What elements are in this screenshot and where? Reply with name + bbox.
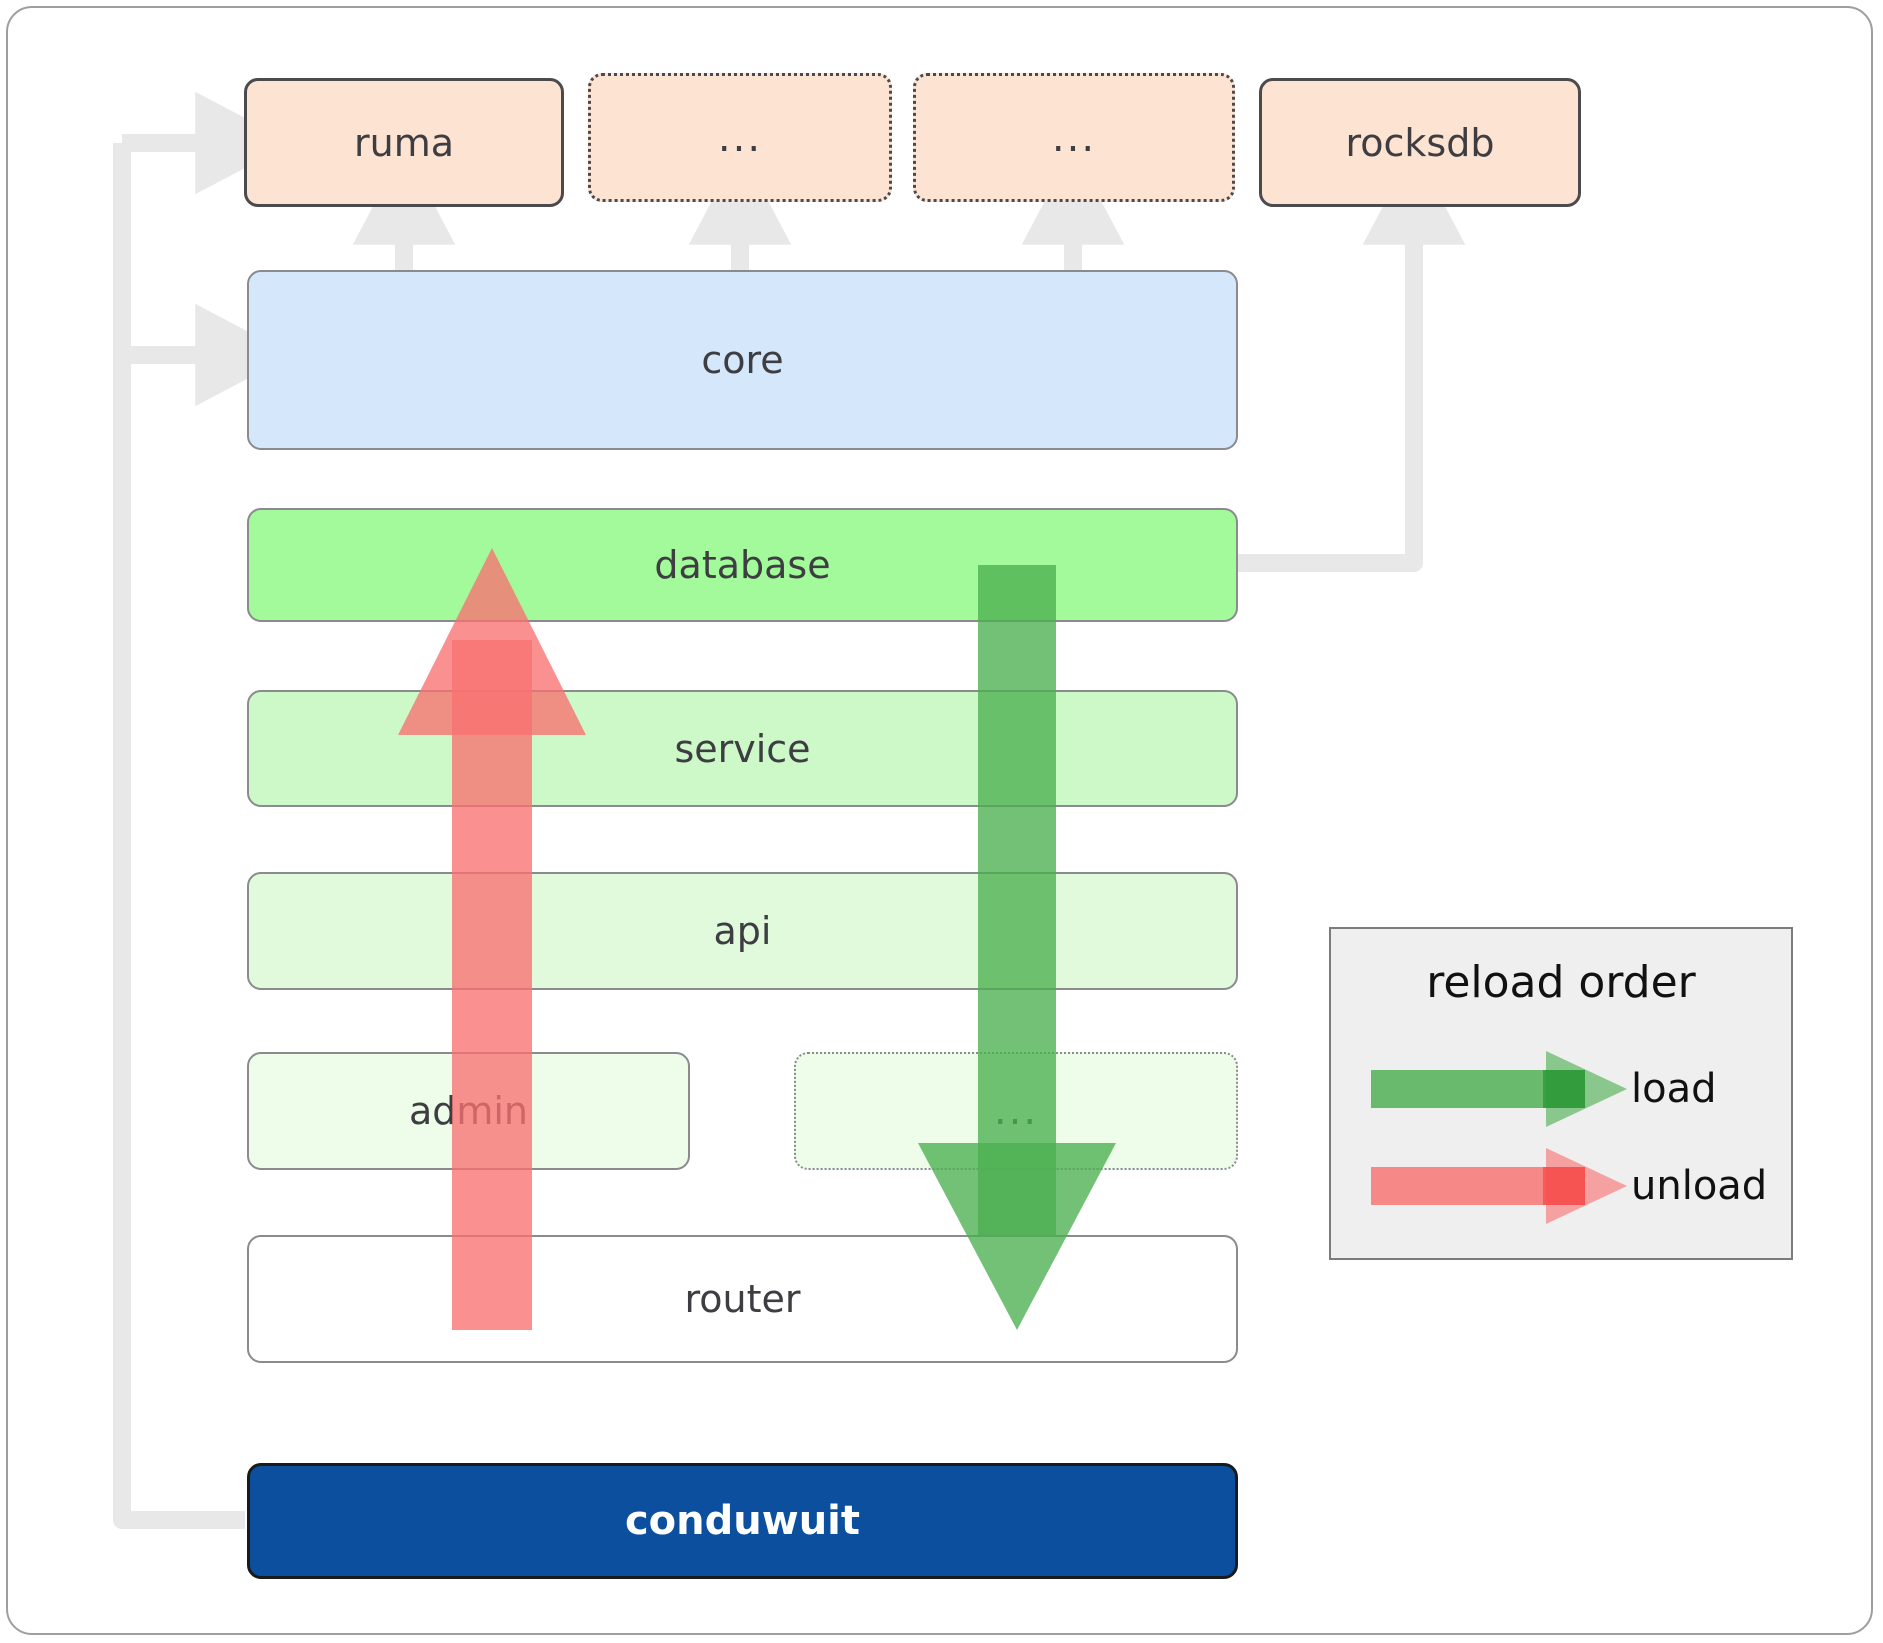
layer-label: admin — [408, 1089, 529, 1133]
root-label: conduwuit — [624, 1498, 861, 1544]
layer-box-service[interactable]: service — [247, 690, 1238, 807]
layer-box-database[interactable]: database — [247, 508, 1238, 622]
dependency-label: ruma — [353, 120, 454, 165]
layer-box-router[interactable]: router — [247, 1235, 1238, 1363]
dependency-box-more-2[interactable]: ... — [913, 73, 1235, 202]
dependency-box-rocksdb[interactable]: rocksdb — [1259, 78, 1581, 207]
legend-load-label: load — [1631, 1066, 1717, 1112]
layer-box-core[interactable]: core — [247, 270, 1238, 450]
layer-label: ... — [993, 1088, 1039, 1134]
layer-box-api[interactable]: api — [247, 872, 1238, 990]
layer-label: core — [701, 338, 784, 382]
legend-item-load: load — [1331, 1044, 1795, 1134]
legend-item-unload: unload — [1331, 1141, 1795, 1231]
dependency-label: ... — [717, 114, 763, 161]
load-arrow-icon — [1371, 1051, 1627, 1127]
layer-box-admin[interactable]: admin — [247, 1052, 690, 1170]
layer-label: router — [684, 1277, 801, 1321]
root-box-conduwuit[interactable]: conduwuit — [247, 1463, 1238, 1579]
legend-title: reload order — [1426, 957, 1696, 1008]
layer-label: service — [674, 726, 811, 771]
dependency-box-ruma[interactable]: ruma — [244, 78, 564, 207]
layer-label: database — [654, 543, 831, 587]
legend-unload-label: unload — [1631, 1163, 1768, 1209]
dependency-label: ... — [1051, 114, 1097, 161]
dependency-box-more-1[interactable]: ... — [588, 73, 892, 202]
layer-box-more[interactable]: ... — [794, 1052, 1238, 1170]
layer-label: api — [713, 909, 772, 953]
unload-arrow-icon — [1371, 1148, 1627, 1224]
dependency-label: rocksdb — [1345, 120, 1495, 165]
legend-panel: reload order load unload — [1329, 927, 1793, 1260]
diagram-frame — [6, 6, 1873, 1635]
